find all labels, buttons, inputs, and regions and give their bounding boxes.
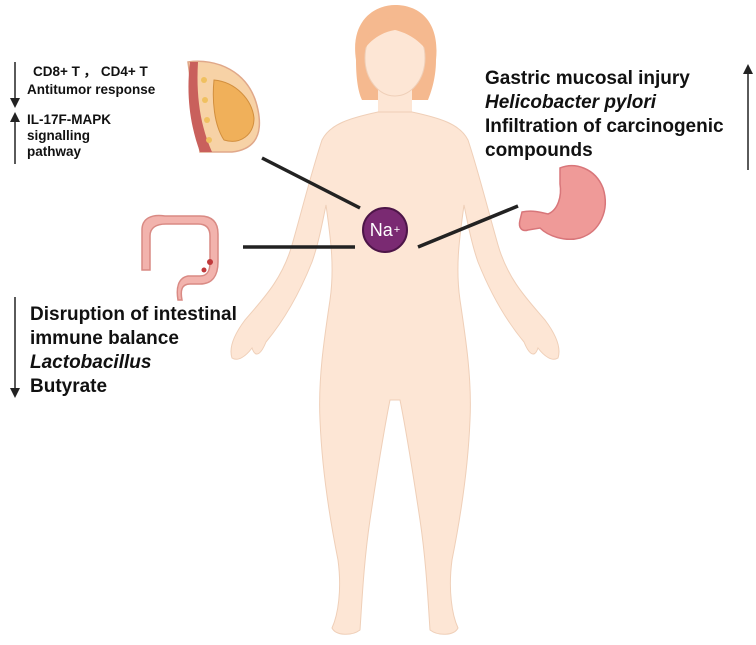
breast-text-4: signalling — [27, 128, 90, 144]
stomach-up-arrow — [743, 64, 753, 170]
breast-text-1: CD8+ T ， CD4+ T — [33, 64, 148, 80]
intestine-text-3: Lactobacillus — [30, 351, 151, 374]
breast-down-arrow — [10, 62, 20, 108]
sodium-node: Na+ — [362, 207, 408, 253]
breast-text-2: Antitumor response — [27, 82, 155, 98]
sodium-charge: + — [394, 224, 400, 236]
intestine-text-4: Butyrate — [30, 375, 107, 398]
intestine-down-arrow — [10, 297, 20, 398]
torso — [231, 112, 559, 634]
stomach-text-3: Infiltration of carcinogenic — [485, 115, 724, 138]
breast-up-arrow — [10, 112, 20, 164]
breast-text-5: pathway — [27, 144, 81, 160]
intestine-text-2: immune balance — [30, 327, 179, 350]
stomach-text-2: Helicobacter pylori — [485, 91, 656, 114]
intestine-illustration — [142, 216, 218, 300]
sodium-label: Na — [370, 220, 393, 241]
stomach-text-4: compounds — [485, 139, 593, 162]
breast-illustration — [188, 61, 259, 152]
intestine-text-1: Disruption of intestinal — [30, 303, 237, 326]
stomach-text-1: Gastric mucosal injury — [485, 67, 690, 90]
stomach-illustration — [519, 166, 605, 239]
breast-text-3: IL-17F-MAPK — [27, 112, 111, 128]
